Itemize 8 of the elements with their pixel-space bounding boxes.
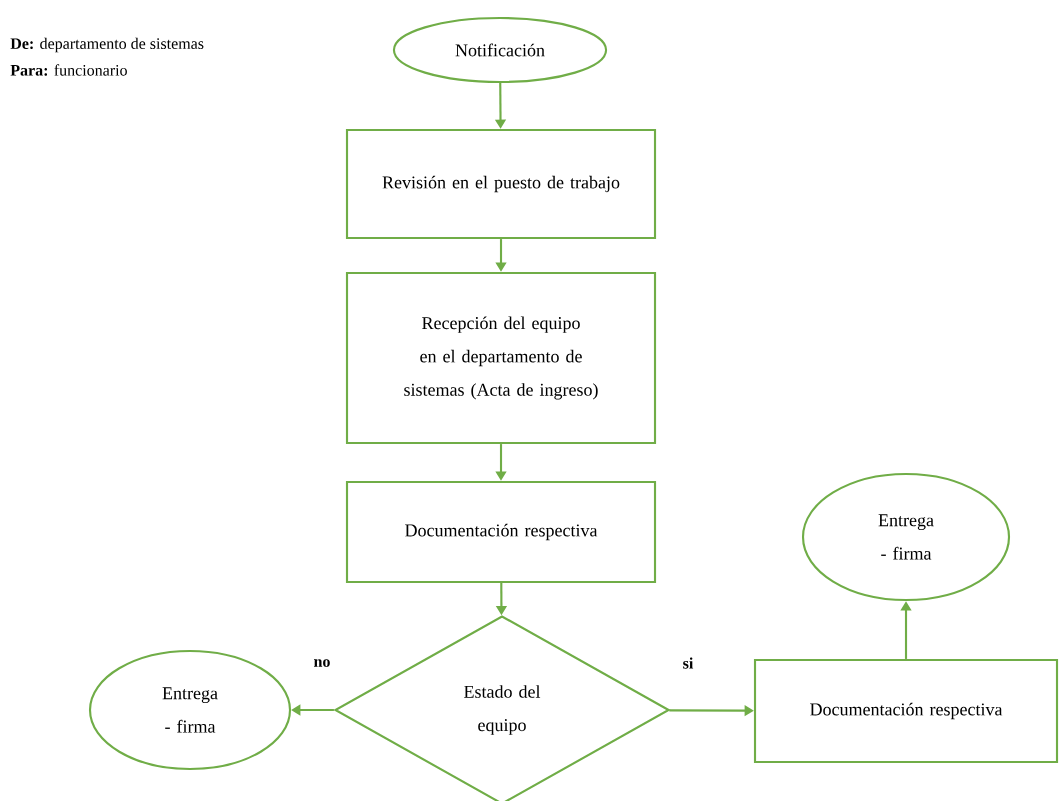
edge-label: no: [312, 657, 332, 669]
process-box: Documentación respectiva: [345, 480, 657, 584]
note-text: Para: funcionario: [10, 64, 127, 76]
process-box: Recepción del equipo en el departamento de sistemas (Acta de ingreso): [345, 271, 657, 445]
note-text: De: departamento de sistemas: [10, 37, 204, 53]
edge-label: si: [681, 656, 695, 670]
process-box: Revisión en el puesto de trabajo: [345, 128, 657, 240]
process-box: Documentación respectiva: [753, 658, 1059, 764]
